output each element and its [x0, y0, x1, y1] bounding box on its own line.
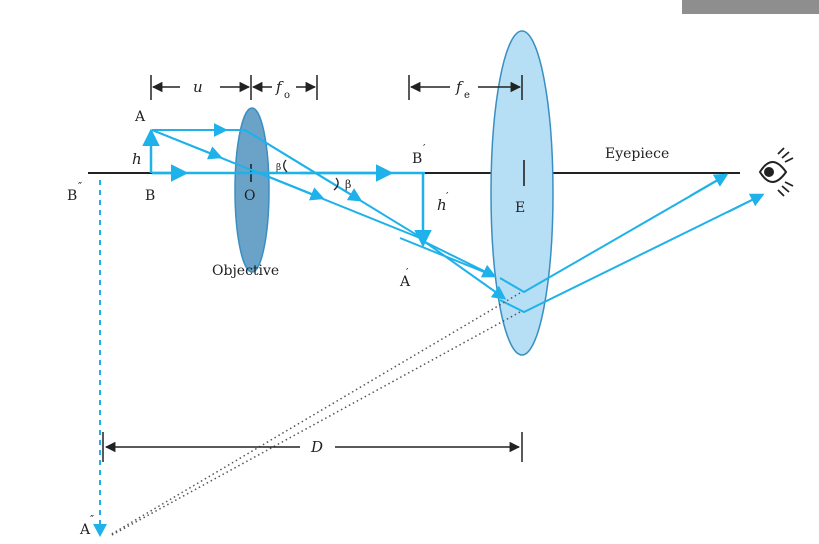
label-fo: f: [275, 78, 284, 96]
ray-emerging-bottom-arrow: [727, 193, 765, 213]
objective-lens: [234, 107, 270, 273]
label-fe-sub: e: [464, 90, 470, 101]
label-beta: β: [345, 178, 351, 191]
label-u: u: [193, 78, 203, 96]
label-h-prime-mark: ′: [446, 190, 449, 203]
label-fe: f: [455, 78, 464, 96]
label-B: B: [145, 188, 155, 204]
dotted-extension-1: [109, 292, 521, 536]
ray-emerging-top-arrow: [689, 173, 729, 197]
label-fo-sub: o: [284, 90, 290, 101]
label-A-prime: A: [399, 274, 411, 290]
label-eyepiece: Eyepiece: [605, 146, 669, 162]
ray-emerging-top: [499, 175, 726, 294]
label-O: O: [244, 188, 255, 204]
ray-top-parallel-arrow-2: [244, 129, 363, 202]
corner-bar: [682, 0, 819, 14]
ray-to-eyepiece-3: [399, 237, 495, 277]
dotted-extension-2: [111, 311, 521, 536]
label-A-double-prime: A: [79, 522, 91, 538]
label-h: h: [132, 150, 142, 168]
ray-emerging-bottom: [499, 195, 761, 314]
label-B-prime: B: [412, 151, 422, 167]
label-B-double-prime: B: [67, 188, 77, 204]
label-D: D: [310, 438, 323, 456]
eye-icon: [758, 147, 794, 197]
label-B-double-prime-mark: ″: [78, 180, 82, 193]
label-B-prime-mark: ′: [423, 142, 426, 155]
ray-to-eyepiece-2: [424, 241, 507, 300]
ray-through-center-arrow: [151, 129, 223, 160]
angle-arc-objective: [283, 159, 288, 173]
label-A-prime-mark: ′: [406, 266, 409, 279]
label-h-prime: h: [437, 196, 447, 214]
label-objective: Objective: [212, 263, 279, 279]
final-image-arrowhead: [93, 524, 107, 537]
eyepiece-lens: [490, 30, 554, 356]
angle-arc-beta: [333, 177, 339, 191]
ray-through-center-arrow-2: [251, 169, 325, 201]
label-beta-objective: β: [276, 163, 281, 173]
label-E: E: [515, 200, 525, 216]
label-A-double-prime-mark: ″: [90, 513, 94, 526]
label-A: A: [134, 109, 146, 125]
